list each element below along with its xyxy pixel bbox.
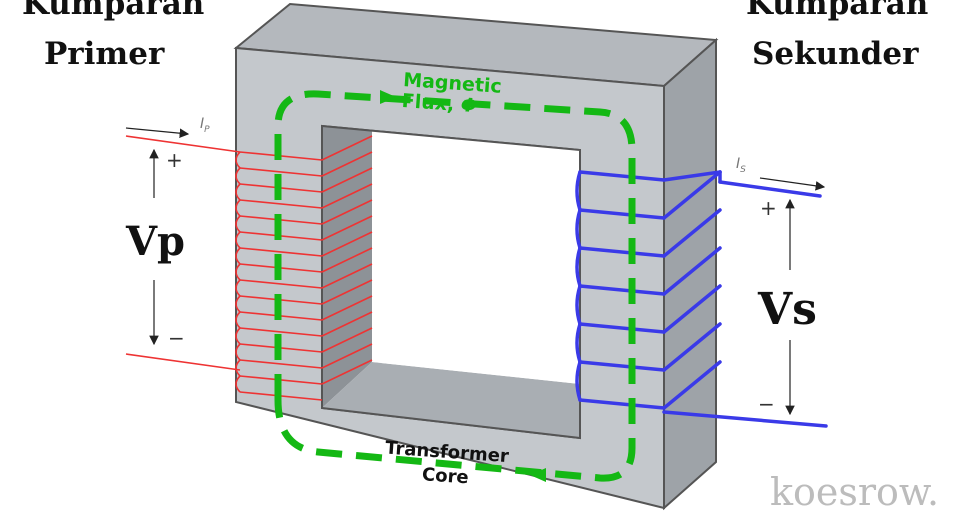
secondary-coil bbox=[575, 170, 828, 428]
primary-lead-bottom bbox=[125, 353, 241, 371]
primary-minus-sign: − bbox=[168, 326, 185, 350]
secondary-current-label: IS bbox=[736, 156, 746, 175]
secondary-lead-top bbox=[718, 180, 822, 198]
primary-voltage-label: Vp bbox=[126, 218, 186, 265]
secondary-windings-side bbox=[662, 170, 722, 410]
secondary-current-letter: I bbox=[736, 156, 741, 172]
core-window-inner-floor bbox=[322, 362, 580, 438]
flux-arrow-bottom bbox=[530, 468, 546, 482]
title-secondary-line1: Kumparan bbox=[746, 0, 929, 22]
primary-coil bbox=[125, 135, 373, 401]
primary-windings-inner bbox=[321, 135, 373, 385]
magnetic-flux-path bbox=[274, 90, 636, 482]
flux-loop bbox=[274, 90, 636, 482]
title-primary-line1: Kumparan bbox=[22, 0, 205, 22]
watermark: koesrow. bbox=[770, 470, 940, 514]
primary-current-label: IP bbox=[200, 116, 210, 135]
core-window-opening bbox=[372, 130, 580, 384]
secondary-minus-sign: − bbox=[758, 392, 775, 416]
flux-symbol: Φ bbox=[460, 94, 478, 118]
core-label: Transformer Core bbox=[375, 436, 518, 494]
flux-arrow-top bbox=[380, 90, 396, 104]
core-window-inner-wall bbox=[322, 126, 372, 408]
current-arrows bbox=[125, 127, 826, 191]
primary-lead-top bbox=[125, 135, 241, 153]
core-window-outline bbox=[321, 124, 581, 440]
secondary-plus-sign: + bbox=[760, 196, 777, 220]
secondary-current-subscript: S bbox=[740, 164, 746, 175]
voltage-indicators bbox=[149, 148, 795, 416]
primary-current-letter: I bbox=[200, 116, 205, 132]
flux-label: Magnetic Flux, Φ bbox=[401, 69, 502, 119]
title-primary-line2: Primer bbox=[44, 36, 165, 72]
secondary-voltage-label: Vs bbox=[758, 284, 817, 335]
primary-current-subscript: P bbox=[204, 124, 210, 135]
primary-plus-sign: + bbox=[166, 148, 183, 172]
secondary-lead-bottom bbox=[662, 410, 828, 428]
primary-windings-outer-loops bbox=[235, 151, 241, 393]
secondary-windings-front bbox=[578, 170, 666, 410]
primary-current-arrow bbox=[125, 127, 190, 138]
secondary-current-arrow bbox=[759, 177, 826, 191]
secondary-windings-inner-loops bbox=[575, 170, 582, 402]
title-secondary-line2: Sekunder bbox=[752, 36, 919, 72]
